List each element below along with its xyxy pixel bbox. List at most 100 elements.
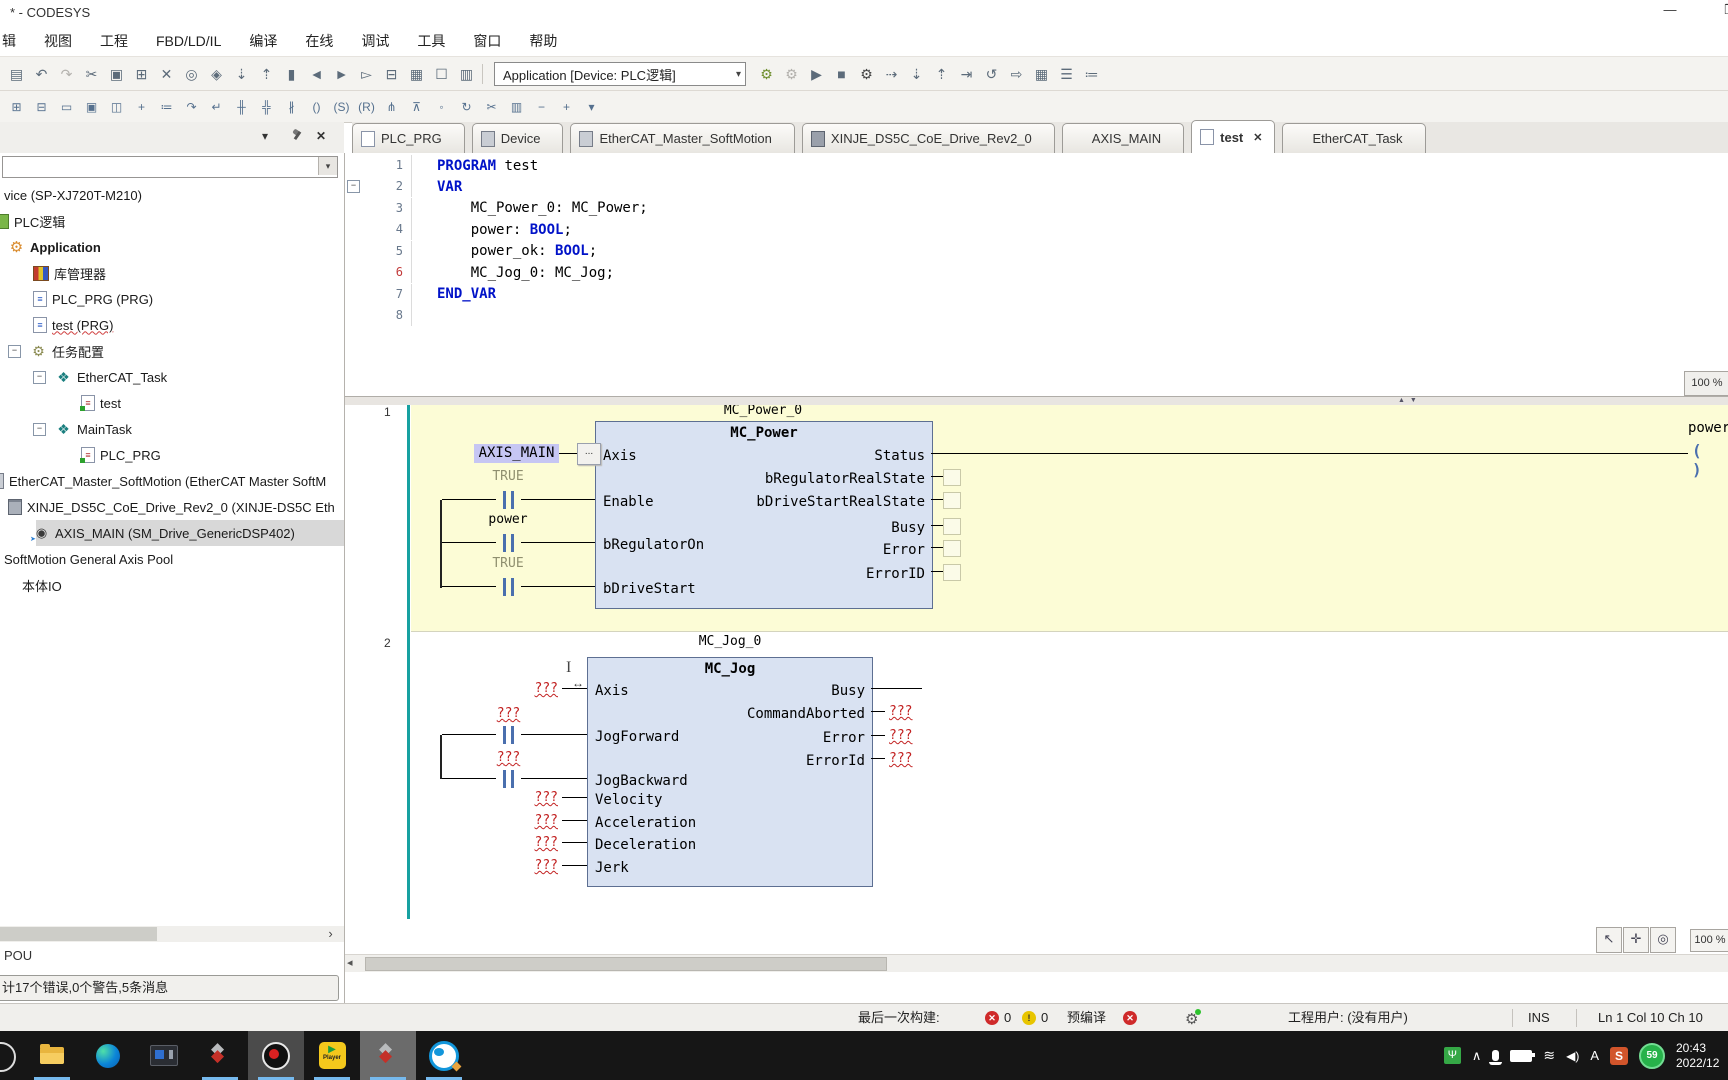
- missing-operand[interactable]: ???: [500, 790, 558, 805]
- toolbar-button[interactable]: ◈: [204, 62, 229, 86]
- ld-toolbar-button[interactable]: ✂: [479, 95, 504, 119]
- chevron-down-icon[interactable]: ▾: [318, 157, 337, 175]
- tree-horizontal-scrollbar[interactable]: ›: [0, 926, 344, 942]
- code-line[interactable]: 3 MC_Power_0: MC_Power;: [345, 198, 1728, 219]
- fb-input-pin[interactable]: bDriveStart: [603, 581, 696, 597]
- toolbar-button[interactable]: ▦: [404, 62, 429, 86]
- pan-mode-button[interactable]: ✛: [1623, 927, 1649, 953]
- ld-toolbar-button[interactable]: ◦: [429, 95, 454, 119]
- scrollbar-thumb[interactable]: [365, 957, 887, 971]
- menu-item[interactable]: 工具: [417, 31, 445, 51]
- editor-tab[interactable]: EtherCAT_Master_SoftMotion: [570, 123, 794, 153]
- menu-item[interactable]: 工程: [100, 31, 128, 51]
- network-number[interactable]: 1: [384, 405, 391, 419]
- ld-toolbar-button[interactable]: ↵: [204, 95, 229, 119]
- toolbar-button[interactable]: ⚙: [854, 62, 879, 86]
- menu-item[interactable]: 调试: [361, 31, 389, 51]
- usb-device-icon[interactable]: Ψ: [1444, 1047, 1461, 1064]
- toolbar-button[interactable]: ◄: [304, 62, 329, 86]
- tree-item[interactable]: EtherCAT_Master_SoftMotion (EtherCAT Mas…: [0, 468, 344, 494]
- panel-close-icon[interactable]: ✕: [316, 129, 326, 143]
- microphone-icon[interactable]: [1492, 1050, 1499, 1061]
- toolbar-button[interactable]: ▥: [454, 62, 479, 86]
- output-stub[interactable]: [943, 540, 961, 557]
- tree-item[interactable]: vice (SP-XJ720T-M210): [0, 182, 344, 208]
- toolbar-button[interactable]: ↶: [29, 62, 54, 86]
- ld-toolbar-button[interactable]: ▾: [579, 95, 604, 119]
- fb-output-pin[interactable]: Error: [823, 730, 865, 746]
- scroll-left-arrow[interactable]: ◂: [347, 956, 353, 969]
- code-line[interactable]: 5 power_ok: BOOL;: [345, 241, 1728, 262]
- toolbar-button[interactable]: ↺: [979, 62, 1004, 86]
- minimize-button[interactable]: —: [1655, 2, 1685, 22]
- contact-operand[interactable]: power: [462, 512, 554, 527]
- ld-horizontal-scrollbar[interactable]: ◂: [345, 954, 1728, 972]
- st-zoom-badge[interactable]: 100 %: [1684, 371, 1728, 396]
- menu-item[interactable]: 辑: [2, 31, 16, 51]
- codesys-app-icon[interactable]: [192, 1031, 248, 1080]
- toolbar-button[interactable]: ⇥: [954, 62, 979, 86]
- toolbar-button[interactable]: ▦: [1029, 62, 1054, 86]
- tree-item[interactable]: − MainTask: [0, 416, 344, 442]
- tree-expander-icon[interactable]: −: [33, 371, 46, 384]
- ld-toolbar-button[interactable]: ↷: [179, 95, 204, 119]
- fb-output-pin[interactable]: CommandAborted: [747, 706, 865, 722]
- splitter-grip-icon[interactable]: ▲▼: [1398, 397, 1422, 404]
- ld-toolbar-button[interactable]: (S): [329, 95, 354, 119]
- fb-output-pin[interactable]: Status: [874, 448, 925, 464]
- missing-operand[interactable]: ???: [500, 681, 558, 696]
- ld-editor[interactable]: 1 MC_Power_0 MC_Power AxisEnablebRegulat…: [345, 405, 1728, 954]
- tab-close-icon[interactable]: ✕: [1253, 131, 1262, 144]
- tree-item[interactable]: test: [0, 390, 344, 416]
- ld-toolbar-button[interactable]: ╬: [254, 95, 279, 119]
- menu-item[interactable]: 在线: [305, 31, 333, 51]
- code-line[interactable]: 4 power: BOOL;: [345, 219, 1728, 240]
- ld-contact[interactable]: [496, 491, 521, 509]
- scrollbar-thumb[interactable]: [0, 927, 157, 941]
- ld-toolbar-button[interactable]: ▭: [54, 95, 79, 119]
- toolbar-button[interactable]: ⇣: [229, 62, 254, 86]
- contact-operand[interactable]: TRUE: [462, 556, 554, 571]
- ld-toolbar-button[interactable]: ╫: [229, 95, 254, 119]
- fb-input-pin[interactable]: Jerk: [595, 860, 629, 876]
- toolbar-button[interactable]: ▻: [354, 62, 379, 86]
- tree-item[interactable]: PLC逻辑: [0, 208, 344, 234]
- editor-tab[interactable]: AXIS_MAIN: [1062, 123, 1184, 153]
- notification-badge[interactable]: 59: [1639, 1043, 1665, 1069]
- fb-instance-name[interactable]: MC_Jog_0: [655, 634, 805, 649]
- mc-power-block[interactable]: MC_Power AxisEnablebRegulatorOnbDriveSta…: [595, 421, 933, 609]
- file-explorer-icon[interactable]: [24, 1031, 80, 1080]
- plc-tool-icon[interactable]: [136, 1031, 192, 1080]
- active-application-combo[interactable]: Application [Device: PLC逻辑] ▾: [494, 62, 746, 86]
- fb-output-pin[interactable]: bRegulatorRealState: [765, 471, 925, 487]
- fb-input-pin[interactable]: JogForward: [595, 729, 679, 745]
- ld-toolbar-button[interactable]: +: [129, 95, 154, 119]
- screen-recorder-icon[interactable]: [248, 1031, 304, 1080]
- ld-toolbar-button[interactable]: ◫: [104, 95, 129, 119]
- tree-item[interactable]: − EtherCAT_Task: [0, 364, 344, 390]
- fb-output-pin[interactable]: Busy: [891, 520, 925, 536]
- toolbar-button[interactable]: ✕: [154, 62, 179, 86]
- fb-output-pin[interactable]: bDriveStartRealState: [756, 494, 925, 510]
- fb-output-pin[interactable]: Error: [883, 542, 925, 558]
- missing-operand[interactable]: ???: [889, 728, 933, 743]
- missing-operand[interactable]: ???: [500, 813, 558, 828]
- player-app-icon[interactable]: Player: [304, 1031, 360, 1080]
- editor-tab[interactable]: Device: [472, 123, 564, 153]
- toolbar-button[interactable]: ✂: [79, 62, 104, 86]
- toolbar-button[interactable]: ▣: [104, 62, 129, 86]
- coil-operand[interactable]: power_ok: [1688, 420, 1728, 436]
- toolbar-button[interactable]: ▮: [279, 62, 304, 86]
- ld-toolbar-button[interactable]: +: [554, 95, 579, 119]
- toolbar-button[interactable]: ◎: [179, 62, 204, 86]
- tree-item[interactable]: XINJE_DS5C_CoE_Drive_Rev2_0 (XINJE-DS5C …: [0, 494, 344, 520]
- tree-item[interactable]: AXIS_MAIN (SM_Drive_GenericDSP402): [0, 520, 344, 546]
- ld-toolbar-button[interactable]: ⊼: [404, 95, 429, 119]
- ld-toolbar-button[interactable]: ⊟: [29, 95, 54, 119]
- start-button-partial[interactable]: [0, 1042, 16, 1072]
- device-filter-combo[interactable]: ▾: [2, 156, 338, 178]
- select-mode-button[interactable]: ↖: [1596, 927, 1622, 953]
- menu-item[interactable]: FBD/LD/IL: [156, 33, 221, 49]
- ld-coil[interactable]: ( ): [1692, 441, 1728, 479]
- network-number[interactable]: 2: [384, 636, 391, 650]
